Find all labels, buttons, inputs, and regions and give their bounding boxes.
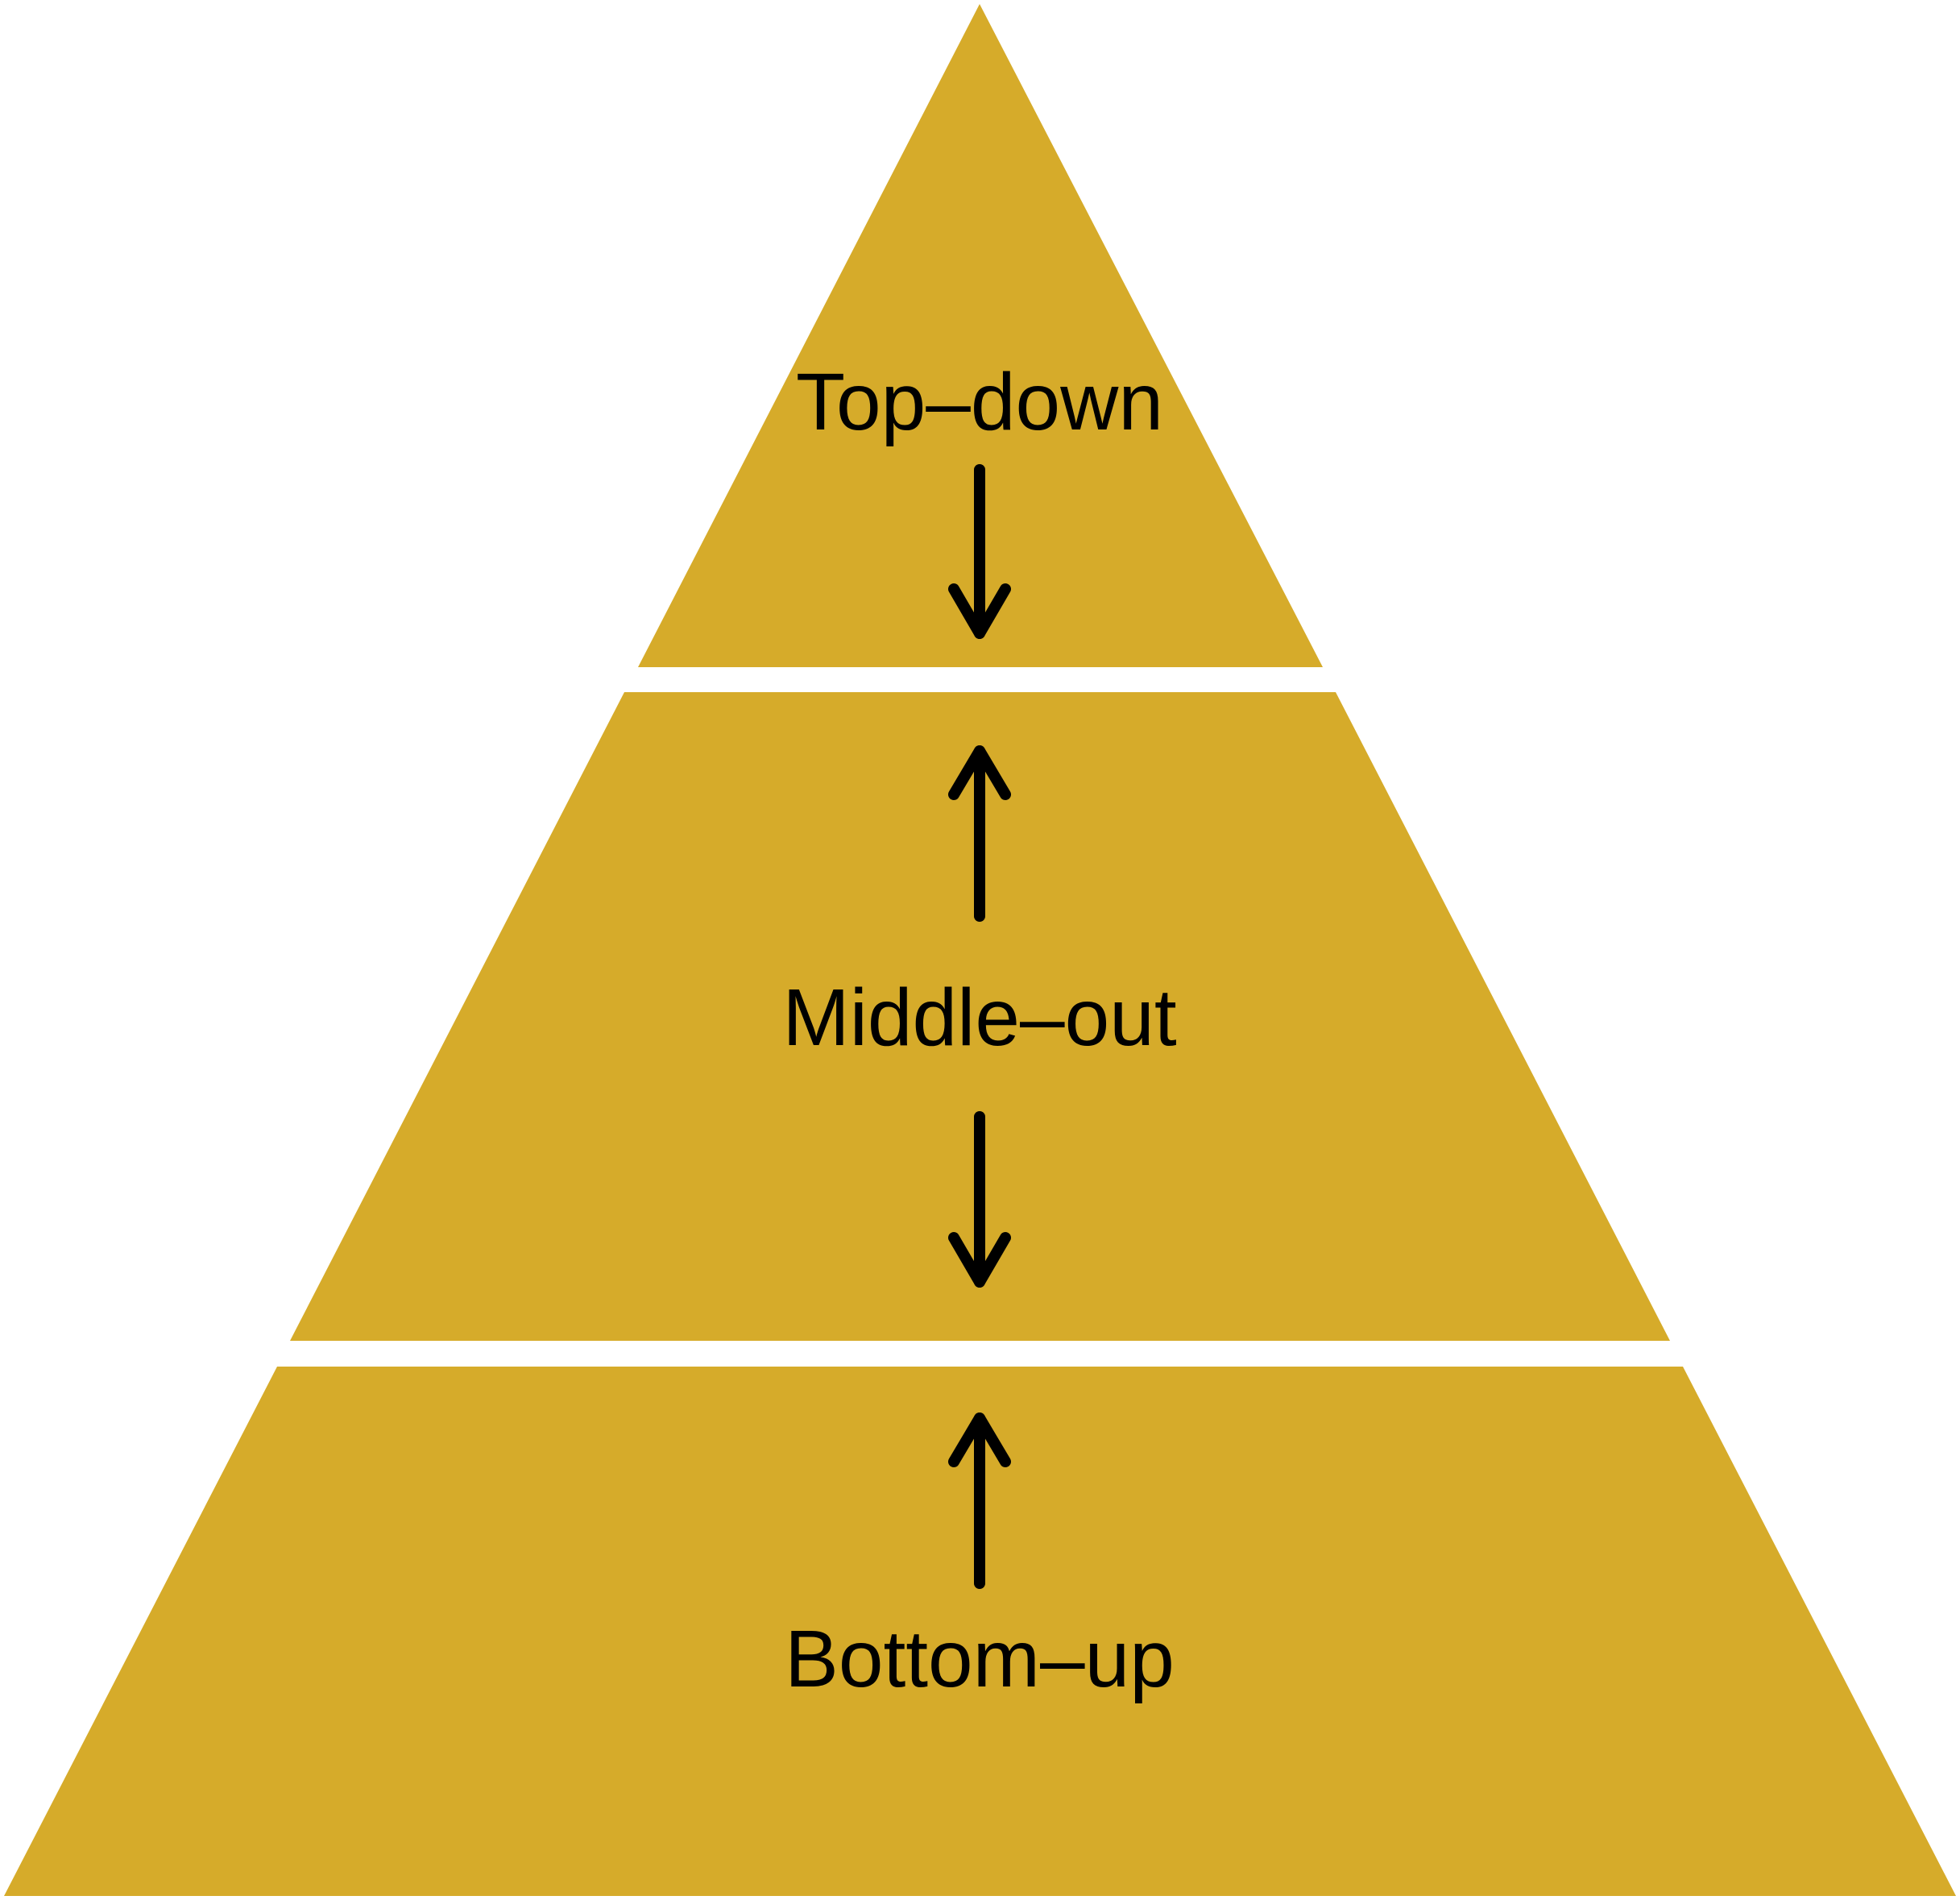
tier-bottom-label: Bottom–up (785, 1614, 1175, 1704)
tier-middle-shape (290, 692, 1670, 1341)
tier-top: Top–down (638, 4, 1323, 667)
tier-middle-label: Middle–out (782, 973, 1176, 1063)
arrow-up-icon (948, 1413, 1011, 1589)
tier-top-shape (638, 4, 1323, 667)
tier-bottom: Bottom–up (4, 1367, 1956, 1896)
tier-top-label: Top–down (796, 357, 1163, 447)
arrow-down-icon (948, 1111, 1011, 1288)
arrow-down-icon (948, 464, 1011, 639)
tier-middle: Middle–out (290, 692, 1670, 1341)
arrow-up-icon (948, 745, 1011, 922)
tier-bottom-shape (4, 1367, 1956, 1896)
